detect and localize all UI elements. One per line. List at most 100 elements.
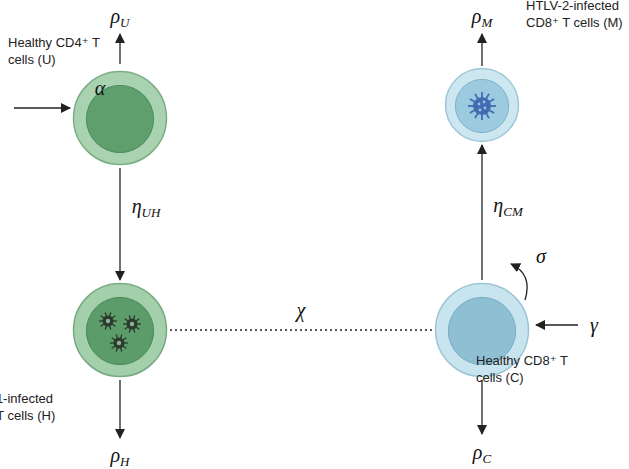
graphic-part: UH [142,205,161,220]
virus-core [106,319,110,323]
rate-label: ρH [111,444,130,466]
virus-spike [125,327,128,329]
cell-node: Healthy CD4⁺ T cells (U) [72,70,168,166]
rate-label-box: ρH [111,444,130,466]
virus-spike [116,348,117,352]
rate-label: ρC [473,441,491,463]
cell-label-box: Healthy CD8⁺ T cells (C) [476,352,576,386]
virus-group [468,92,496,120]
virus-spike [112,338,115,340]
virus-spike [101,324,104,326]
cell-label-box: HTLV-1-infected CD4⁺ T cells (H) [0,390,78,424]
virus-spike [110,326,111,330]
graphic-part: M [481,15,492,30]
virus-particle [114,338,125,349]
edge-label-box: χ [297,299,306,321]
graphic-part: CM [503,204,523,219]
cell-membrane [446,69,519,142]
rate-label-box: γ [590,314,598,336]
virus-spike [136,319,139,321]
virus-core [117,341,121,345]
graphic-part: ρ [473,441,483,463]
virus-spike [112,316,115,318]
virus-spike [134,315,135,319]
rate-label-box: α [95,77,106,99]
virus-spike [121,334,122,338]
virus-spike [129,329,130,333]
cell-nucleus [455,79,508,132]
virus-spike [137,323,141,324]
virus-dot [478,103,481,106]
cell-label: HTLV-2-infected CD8⁺ T cells (M) [526,0,628,31]
graphic-part: ρ [111,444,121,466]
virus-spike [101,316,104,318]
graphic-part: U [120,15,129,30]
proliferation-arrow [511,264,527,300]
cell-label: Healthy CD4⁺ T cells (U) [8,34,110,68]
virus-spike [121,348,122,352]
edge-label: ηUH [132,195,161,217]
cell-shape [444,67,520,143]
graphic-part: γ [590,314,598,336]
virus-particle [473,97,491,115]
virus-dot [479,109,482,112]
graphic-part: ρ [111,5,121,27]
virus-dot [484,107,487,110]
death-arrow [119,380,120,438]
cell-shape [72,282,168,378]
rate-label: ρM [472,5,492,27]
virus-group [99,312,141,351]
virus-spike [116,334,117,338]
virus-spike [105,326,106,330]
virus-particle [127,319,138,330]
virus-spike [112,324,115,326]
graphic-part: σ [536,245,546,267]
virus-spike [110,342,114,343]
cell-label: Healthy CD8⁺ T cells (C) [476,352,576,386]
rate-label: ρU [111,5,130,27]
graphic-part: η [493,194,503,216]
rate-label: α [95,77,106,99]
virus-spike [123,346,126,348]
virus-spike [110,312,111,316]
cell-shape [72,70,168,166]
graphic-part: η [132,195,142,217]
virus-spike [105,312,106,316]
connector [481,145,482,280]
virus-spike [136,327,139,329]
source-arrow [536,324,578,325]
source-arrow [14,107,70,108]
virus-spike [99,320,103,321]
cell-label: HTLV-1-infected CD4⁺ T cells (H) [0,390,78,424]
virus-particle [103,316,114,327]
edge-label-box: ηCM [493,194,522,216]
death-arrow [481,380,482,434]
cell-node: HTLV-1-infected CD4⁺ T cells (H) [72,282,168,378]
cell-label-box: HTLV-2-infected CD8⁺ T cells (M) [526,0,628,31]
death-arrow [481,34,482,66]
graphic-part: ρ [472,5,482,27]
virus-core [130,322,134,326]
rate-label-box: σ [536,245,546,267]
virus-spike [129,315,130,319]
cell-membrane [74,72,167,165]
edge-label: χ [297,299,306,321]
rate-label-box: ρM [472,5,492,27]
cell-label-box: Healthy CD4⁺ T cells (U) [8,34,110,68]
graphic-part: H [120,454,129,469]
virus-spike [123,323,127,324]
cell-node: Healthy CD8⁺ T cells (C) [434,282,530,378]
connector [170,329,432,330]
connector [119,168,120,280]
virus-spike [125,319,128,321]
graphic-part: C [482,451,491,466]
death-arrow [119,34,120,64]
virus-dot [483,101,486,104]
rate-label-box: ρU [111,5,130,27]
virus-spike [113,320,117,321]
virus-spike [134,329,135,333]
edge-label: ηCM [493,194,522,216]
